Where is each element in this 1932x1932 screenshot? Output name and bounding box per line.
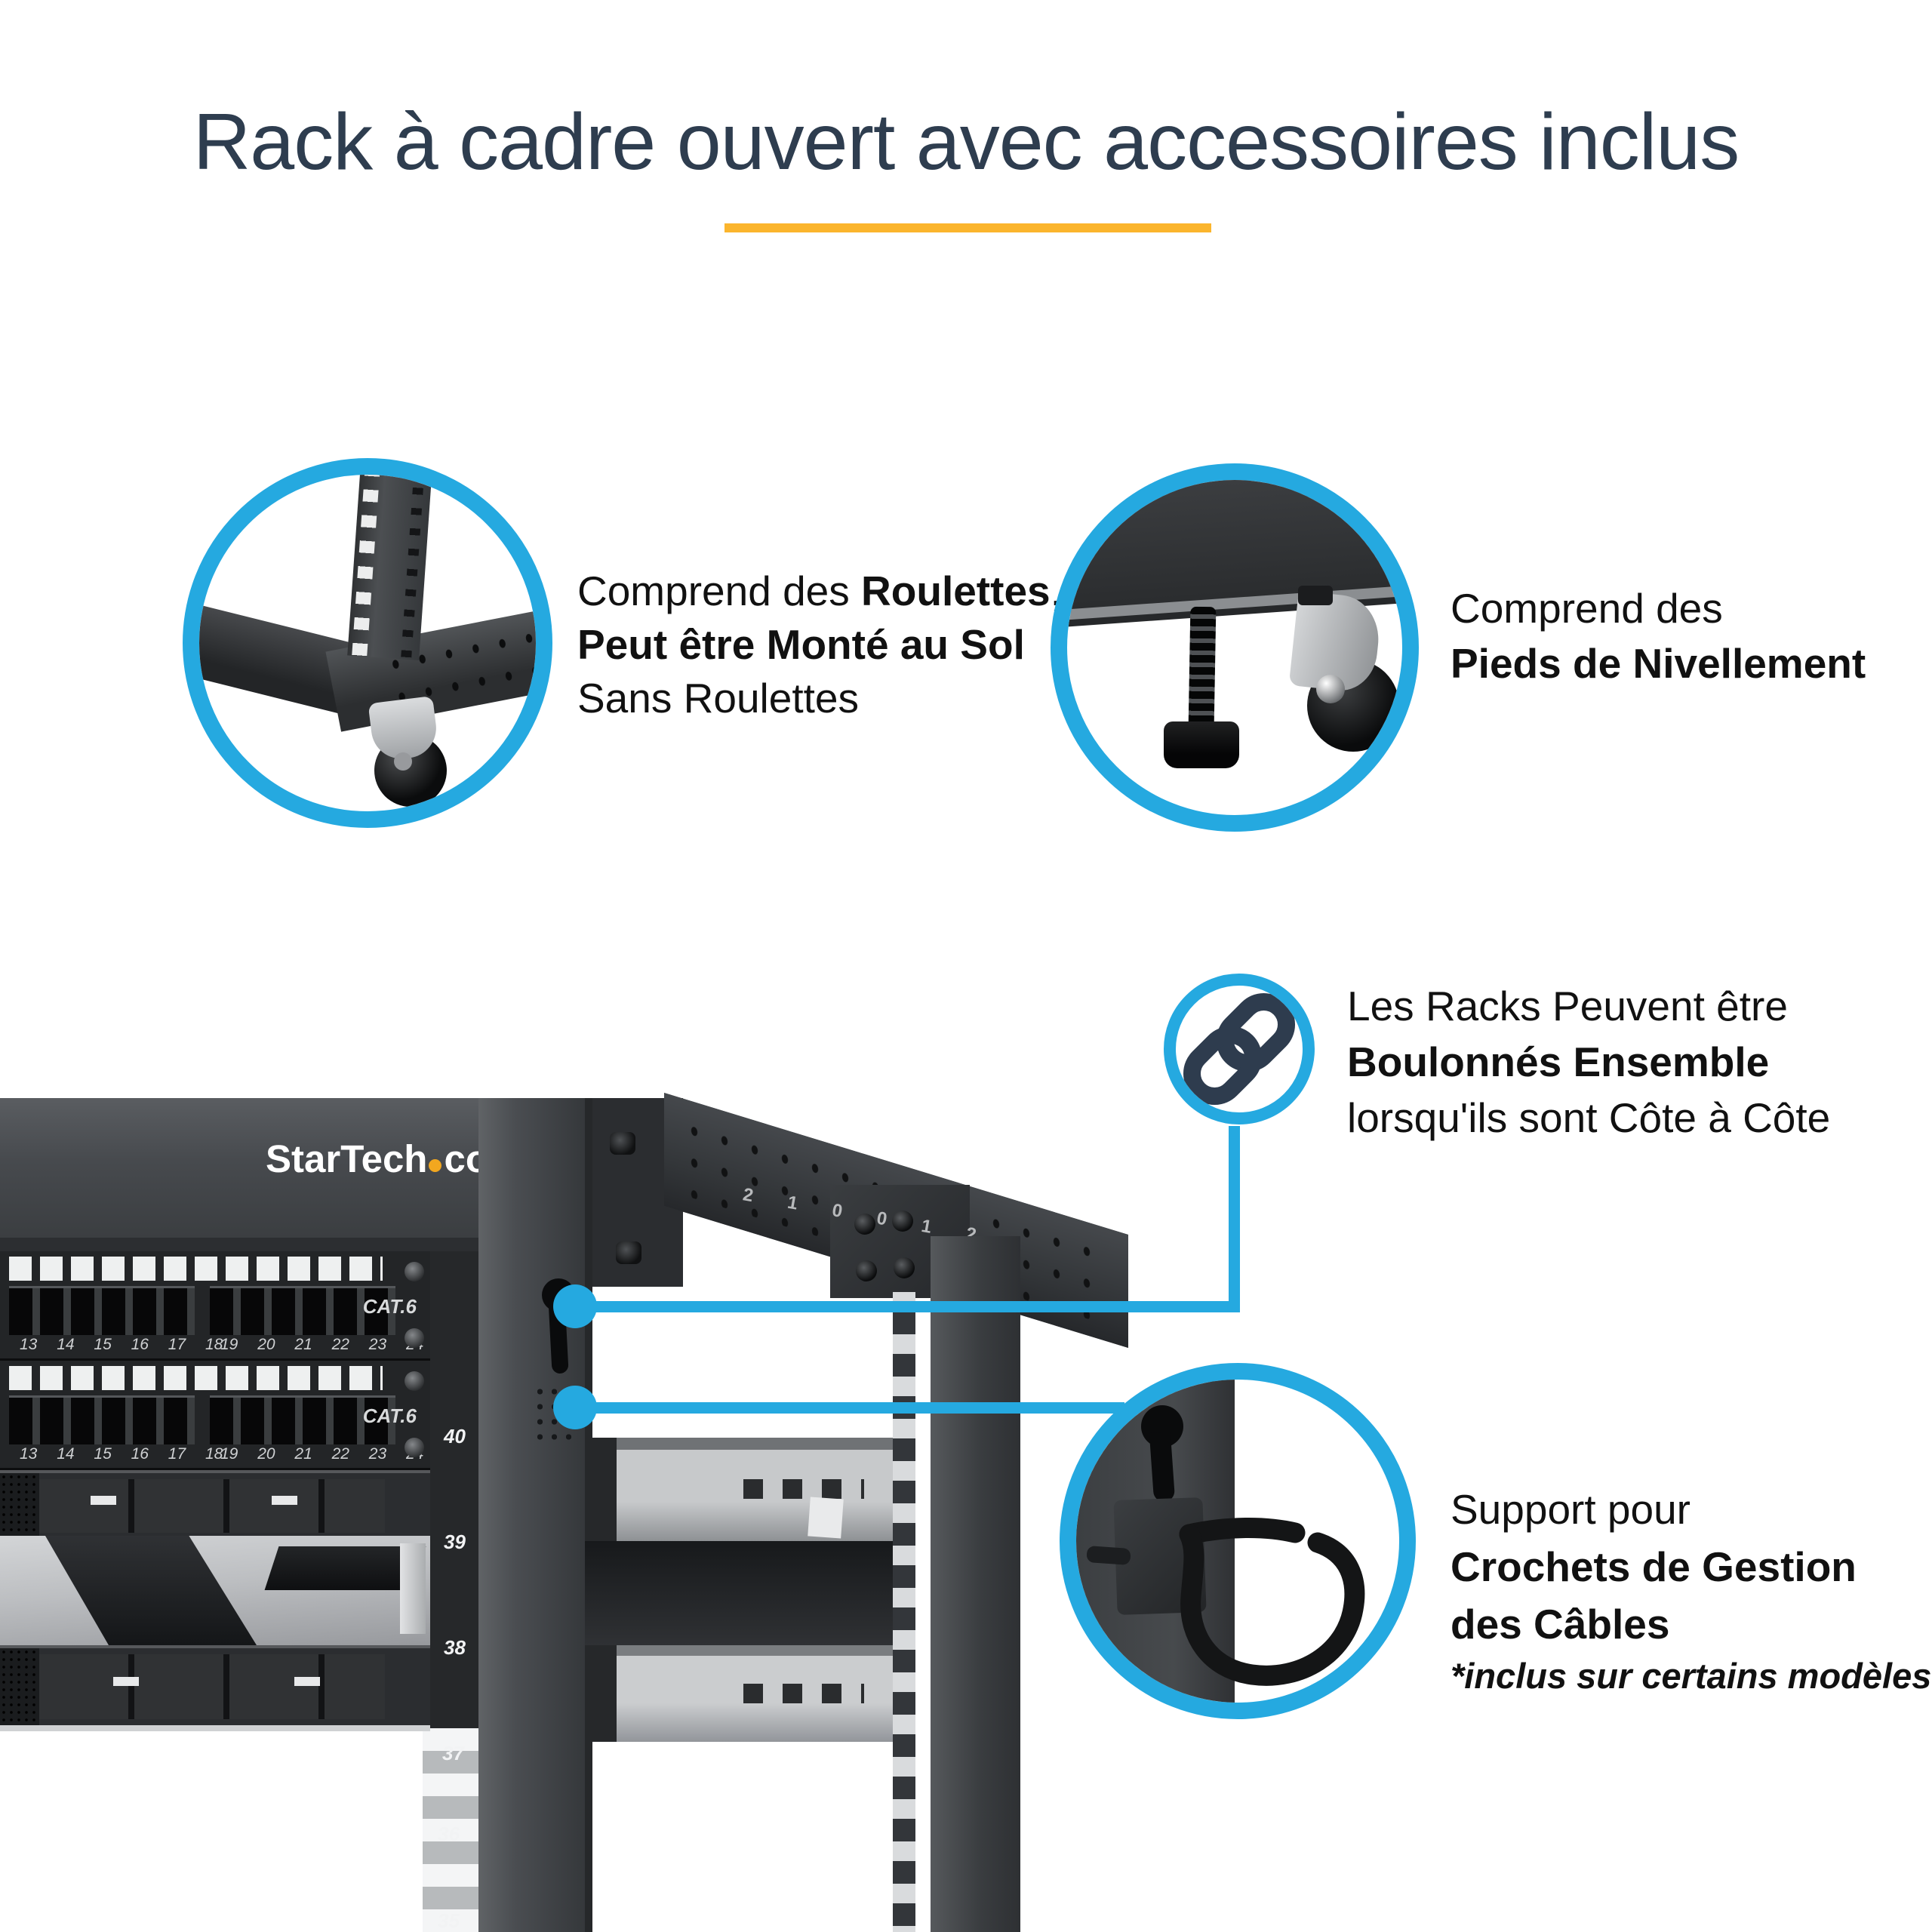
patch-panel-ports-left <box>9 1286 195 1335</box>
rail-slots <box>743 1478 864 1499</box>
server-drive-bays <box>39 1479 385 1533</box>
rack-unit-number: 38 <box>444 1636 466 1659</box>
drive-label <box>294 1677 320 1686</box>
patch-panel-ports-right <box>210 1395 395 1444</box>
hooks-footnote: *inclus sur certains modèles <box>1451 1656 1932 1696</box>
caster-ball-bearing <box>1316 675 1345 703</box>
casters-line-2: Peut être Monté au Sol <box>577 621 1025 668</box>
connector-dot-hook <box>553 1386 597 1429</box>
cat6-label: CAT.6 <box>362 1404 417 1427</box>
patch-panel-2: 13 14 15 16 17 18 19 20 21 22 23 24 CAT.… <box>0 1361 430 1470</box>
rack-corner-post <box>347 475 432 661</box>
bolt-line-3: lorsqu'ils sont Côte à Côte <box>1347 1094 1831 1141</box>
connector-line-bolt-vertical <box>1229 1126 1240 1312</box>
patch-panel-window-row <box>9 1257 383 1281</box>
port-numbers-right: 19 20 21 22 23 24 <box>220 1336 424 1353</box>
panel-screw <box>405 1438 424 1457</box>
server-vent-mesh <box>0 1648 39 1725</box>
startech-logo-brand: StarTech <box>266 1137 428 1180</box>
server-1u-top <box>0 1470 430 1539</box>
port-numbers-left: 13 14 15 16 17 18 <box>20 1336 223 1353</box>
server-vent-mesh <box>0 1473 39 1539</box>
rail-bolt-1 <box>854 1214 875 1235</box>
panel-screw <box>405 1371 424 1391</box>
corner-bolt-1 <box>610 1132 635 1155</box>
leveling-foot-thread <box>1188 606 1217 730</box>
chain-link-icon <box>1183 992 1296 1106</box>
rail-bolt-4 <box>894 1257 915 1278</box>
callout-text-casters: Comprend des Roulettes, Peut être Monté … <box>577 565 1062 725</box>
drive-label <box>91 1496 116 1505</box>
panel-screw <box>405 1262 424 1281</box>
caster-mount-nut <box>1298 586 1333 605</box>
connector-line-hook <box>575 1402 1124 1414</box>
rail-label-sticker <box>808 1497 844 1539</box>
leveling-line-1: Comprend des <box>1451 585 1723 632</box>
front-right-post <box>478 1098 592 1932</box>
page-title: Rack à cadre ouvert avec accessoires inc… <box>192 97 1740 186</box>
back-rail-hole-strip <box>893 1292 915 1932</box>
rail-end-bracket <box>585 1645 617 1742</box>
drive-label <box>113 1677 139 1686</box>
cat6-label: CAT.6 <box>362 1295 417 1318</box>
server-drive-bays <box>39 1654 385 1719</box>
post-square-holes <box>352 475 380 657</box>
callout-circle-casters <box>183 458 552 828</box>
bolt-line-2: Boulonnés Ensemble <box>1347 1038 1770 1085</box>
post-round-holes <box>401 475 425 660</box>
rack-unit-number: 40 <box>444 1425 466 1447</box>
leveling-foot-pad <box>1164 721 1239 768</box>
server-angled-vent <box>45 1536 257 1645</box>
inner-mounting-rail <box>430 1251 478 1728</box>
port-numbers-right: 19 20 21 22 23 24 <box>220 1445 424 1463</box>
rail-bolt-2 <box>892 1211 913 1232</box>
casters-line-1: Comprend des Roulettes, <box>577 568 1062 614</box>
callout-text-bolt: Les Racks Peuvent être Boulonnés Ensembl… <box>1347 978 1830 1146</box>
hooks-line-2: Crochets de Gestion <box>1451 1543 1857 1590</box>
hooks-line-3: des Câbles <box>1451 1601 1670 1647</box>
hooks-line-1: Support pour <box>1451 1486 1690 1533</box>
under-server-shadow <box>585 1541 893 1645</box>
callout-circle-bolt <box>1164 974 1315 1124</box>
rack-unit-number: 35 <box>438 1909 460 1932</box>
patch-panel-1: 13 14 15 16 17 18 19 20 21 22 23 24 CAT.… <box>0 1251 430 1361</box>
cable-hook-icon <box>1179 1518 1365 1686</box>
server-2u-silver <box>0 1536 430 1645</box>
connector-dot-bolt <box>553 1284 597 1328</box>
server-latch <box>400 1543 426 1634</box>
rack-unit-number: 36 <box>438 1823 460 1845</box>
leveling-line-2: Pieds de Nivellement <box>1451 640 1866 687</box>
drive-label <box>272 1496 297 1505</box>
port-numbers-left: 13 14 15 16 17 18 <box>20 1445 223 1463</box>
rail-bolt-3 <box>856 1260 877 1281</box>
startech-logo-dot-icon <box>429 1159 442 1172</box>
callout-circle-leveling <box>1051 463 1419 832</box>
corner-bolt-2 <box>616 1241 641 1264</box>
bolt-line-1: Les Racks Peuvent être <box>1347 983 1788 1029</box>
patch-panel-ports-right <box>210 1286 395 1335</box>
callout-text-hooks: Support pour Crochets de Gestion des Câb… <box>1451 1481 1931 1700</box>
callout-text-leveling: Comprend des Pieds de Nivellement <box>1451 581 1866 691</box>
rack-unit-number: 37 <box>442 1742 464 1764</box>
server-1u-bottom <box>0 1645 430 1731</box>
server-slide-rail-upper <box>585 1438 893 1541</box>
patch-panel-ports-left <box>9 1395 195 1444</box>
panel-screw <box>405 1328 424 1348</box>
casters-line-3: Sans Roulettes <box>577 675 859 721</box>
title-underline-accent <box>724 223 1211 232</box>
caster-hub <box>394 752 412 771</box>
connector-line-bolt-horizontal <box>575 1301 1239 1312</box>
callout-circle-hooks <box>1060 1363 1416 1719</box>
patch-panel-window-row <box>9 1366 383 1390</box>
inner-mounting-rail-lower <box>423 1728 478 1932</box>
rack-unit-number: 39 <box>444 1531 466 1553</box>
server-slide-rail-lower <box>585 1645 893 1742</box>
rack-photo: StarTechcom® 2 1 0 0 1 2 40 39 38 37 <box>0 1087 1177 1932</box>
back-right-post <box>931 1236 1020 1932</box>
rail-slots <box>743 1684 864 1704</box>
rail-end-bracket <box>585 1438 617 1541</box>
